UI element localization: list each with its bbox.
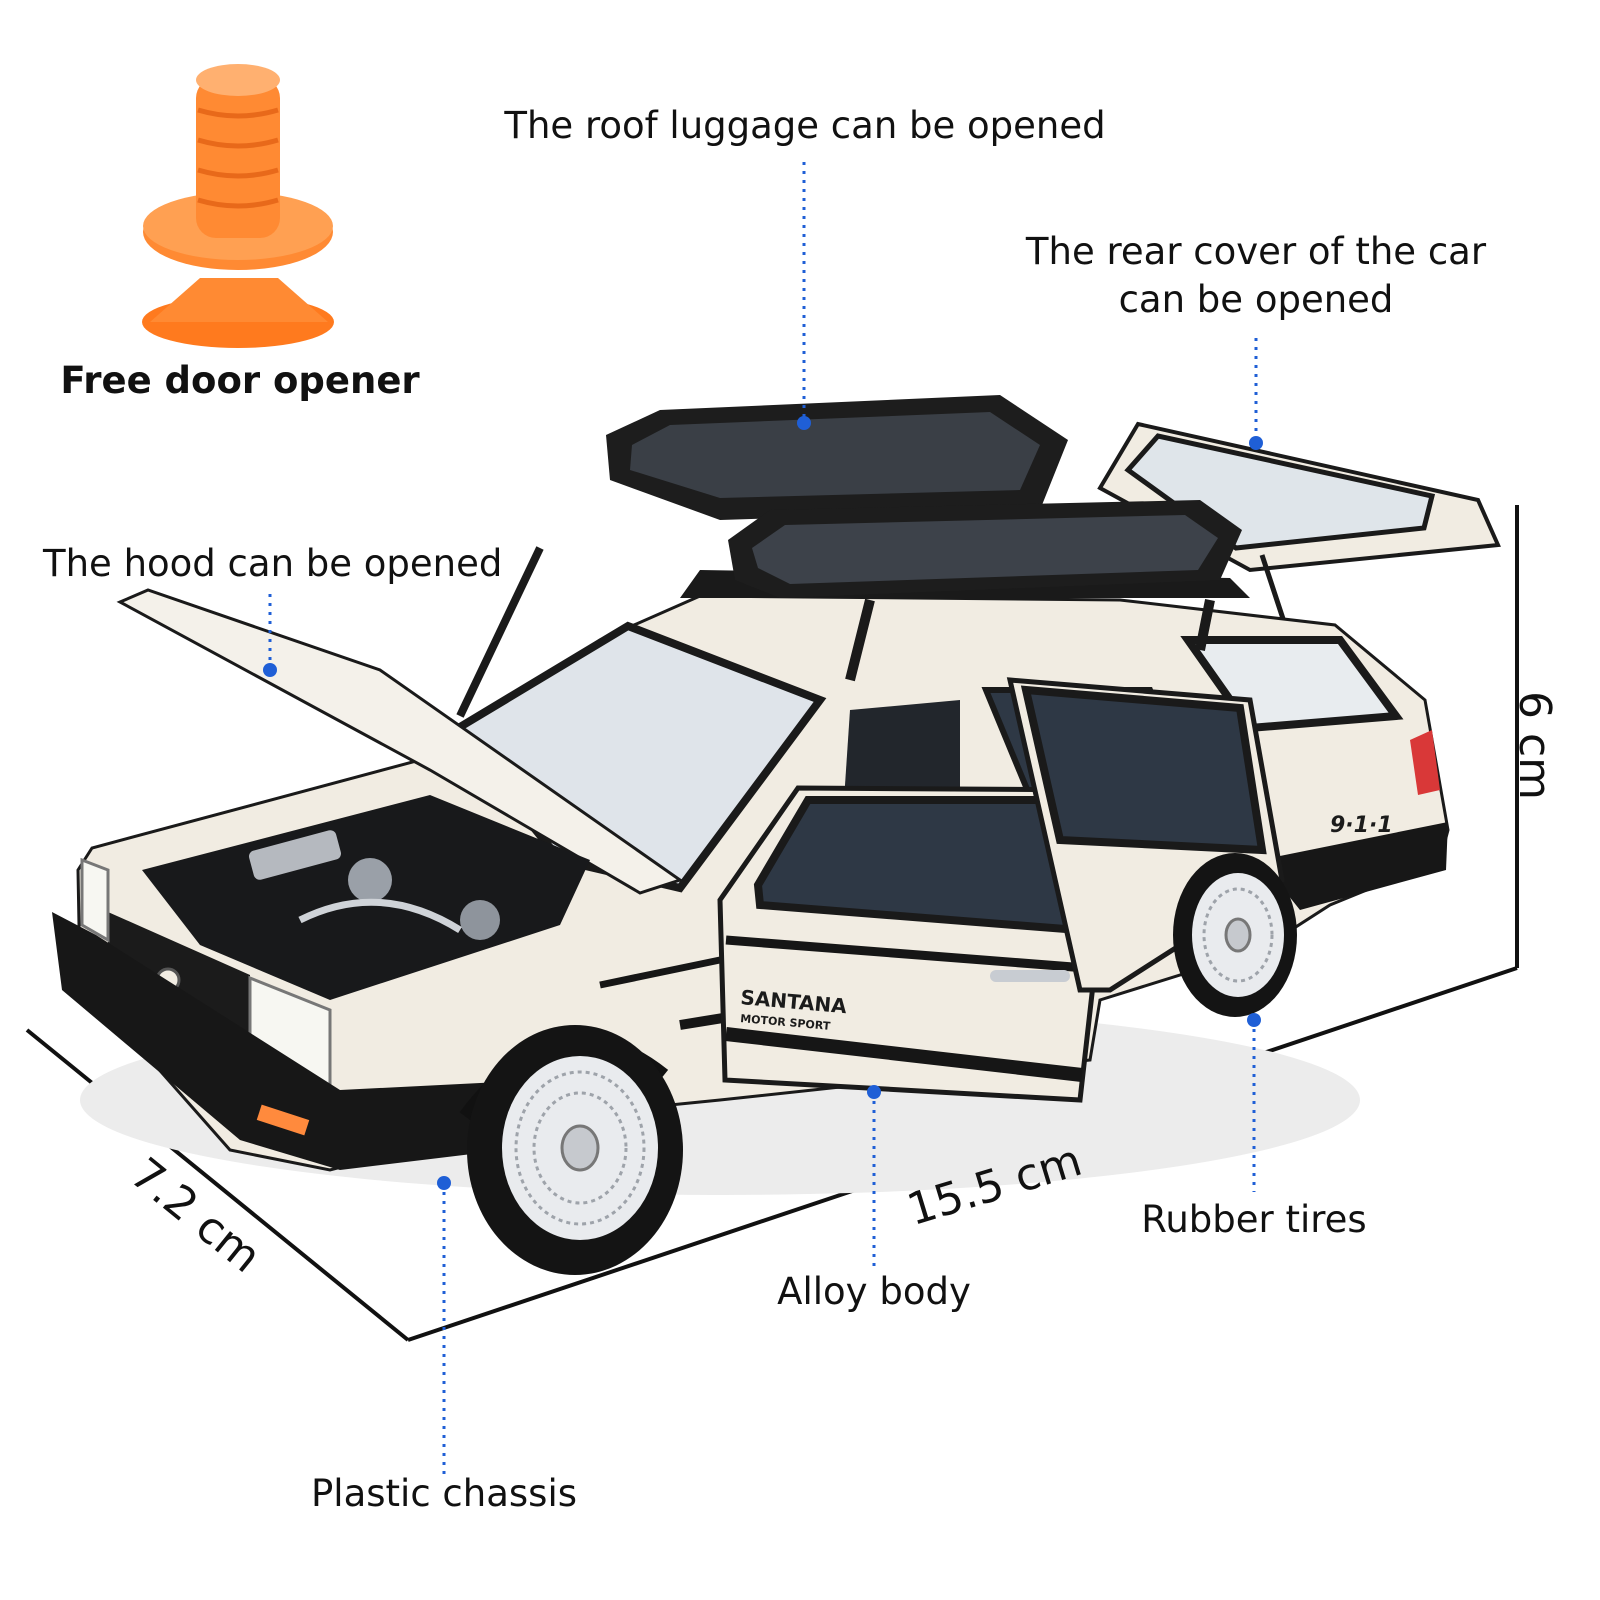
rear-cover-label: The rear cover of the car can be opened [1025,230,1487,322]
rubber-tires-label: Rubber tires [1141,1198,1367,1241]
model-car-illustration [52,395,1501,1275]
plastic-chassis-label: Plastic chassis [310,1472,578,1515]
roof-luggage-label: The roof luggage can be opened [504,104,1106,147]
door-opener-label: Free door opener [60,359,420,402]
leader-dots [263,416,1263,1190]
door-opener-tool-icon [142,64,334,348]
leader-lines [268,162,1258,1474]
alloy-body-label: Alloy body [777,1270,971,1313]
hood-label: The hood can be opened [43,542,503,585]
height-dimension-label: 6 cm [1509,690,1561,801]
rear-badge-text: 9·1·1 [1330,813,1393,838]
